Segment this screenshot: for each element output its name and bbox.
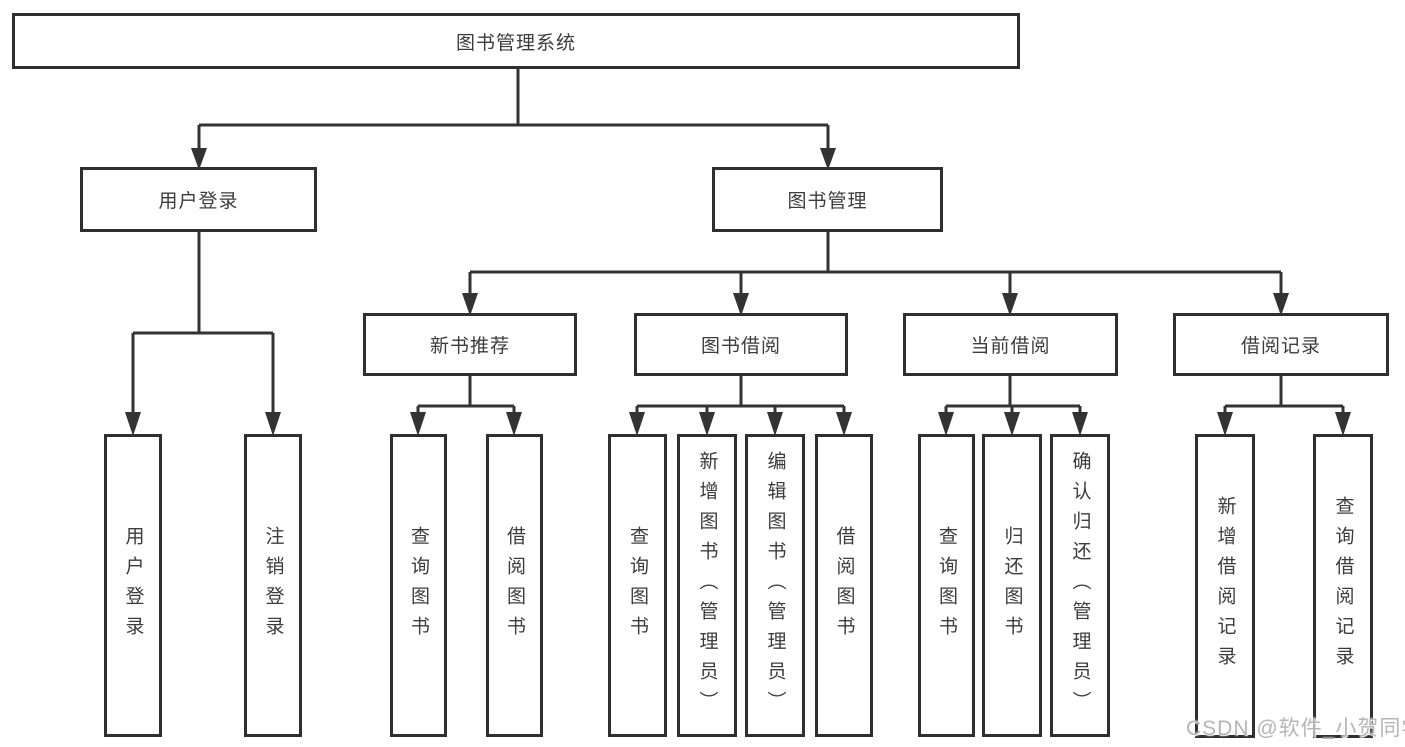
node-label: 借阅记录 <box>1240 336 1321 357</box>
node-leaf-add-borrow-record: 新增借阅记录 <box>1195 434 1255 738</box>
arrowhead <box>1072 412 1088 436</box>
node-leaf-borrow-books: 借阅图书 <box>815 434 873 737</box>
arrowhead <box>1002 293 1018 316</box>
arrowhead <box>1335 412 1351 436</box>
node-library-management-system: 图书管理系统 <box>12 13 1020 69</box>
arrowhead <box>938 412 954 436</box>
node-borrowing-records: 借阅记录 <box>1173 313 1389 376</box>
node-user-login: 用户登录 <box>80 167 317 232</box>
node-leaf-query-books-recommend: 查询图书 <box>390 434 447 737</box>
node-label: 归还图书 <box>1001 525 1023 646</box>
node-label: 当前借阅 <box>970 336 1051 357</box>
connector-new-book-recommendation-to-leaves <box>410 376 522 436</box>
node-leaf-logout: 注销登录 <box>244 434 302 737</box>
connector-book-management-to-level3 <box>462 232 1289 316</box>
node-leaf-edit-books-admin: 编辑图书（管理员） <box>745 434 805 737</box>
arrowhead <box>820 148 836 170</box>
connector-user-login-to-leaves <box>125 232 281 436</box>
connector-book-borrowing-to-leaves <box>629 376 852 436</box>
node-leaf-return-books: 归还图书 <box>982 434 1042 737</box>
arrowhead <box>733 293 749 316</box>
node-leaf-add-books-admin: 新增图书（管理员） <box>677 434 737 737</box>
node-label: 借阅图书 <box>833 525 855 646</box>
node-label: 查询借阅记录 <box>1332 496 1354 676</box>
arrowhead <box>462 293 478 316</box>
node-label: 新增借阅记录 <box>1214 496 1236 676</box>
arrowhead <box>191 148 207 170</box>
node-leaf-query-books-current: 查询图书 <box>918 434 975 737</box>
node-label: 图书借阅 <box>700 336 781 357</box>
node-book-borrowing: 图书借阅 <box>634 313 848 376</box>
arrowhead <box>1004 412 1020 436</box>
node-label: 借阅图书 <box>504 525 525 646</box>
node-new-book-recommendation: 新书推荐 <box>363 313 577 376</box>
node-label: 新增图书（管理员） <box>696 450 718 721</box>
node-leaf-confirm-return-admin: 确认归还（管理员） <box>1050 434 1110 737</box>
node-label: 图书管理 <box>787 191 868 212</box>
node-label: 用户登录 <box>122 525 144 646</box>
arrowhead <box>836 412 852 436</box>
arrowhead <box>125 412 141 436</box>
arrowhead <box>767 412 783 436</box>
node-leaf-query-books-borrowing: 查询图书 <box>608 434 667 737</box>
arrowhead <box>265 412 281 436</box>
node-label: 注销登录 <box>262 525 284 646</box>
arrowhead <box>629 412 645 436</box>
node-label: 查询图书 <box>627 525 648 646</box>
arrowhead <box>699 412 715 436</box>
arrowhead <box>410 412 426 436</box>
node-leaf-query-borrow-record: 查询借阅记录 <box>1313 434 1373 738</box>
node-leaf-user-login: 用户登录 <box>104 434 162 737</box>
node-label: 用户登录 <box>158 191 239 212</box>
node-current-borrowing: 当前借阅 <box>903 313 1118 376</box>
arrowhead <box>1273 293 1289 316</box>
node-label: 查询图书 <box>936 525 957 646</box>
node-label: 确认归还（管理员） <box>1069 450 1091 721</box>
arrowhead <box>506 412 522 436</box>
node-book-management: 图书管理 <box>712 167 943 232</box>
node-leaf-borrow-books-recommend: 借阅图书 <box>486 434 543 737</box>
node-label: 图书管理系统 <box>455 32 576 54</box>
node-label: 编辑图书（管理员） <box>764 450 786 721</box>
node-label: 新书推荐 <box>429 336 510 357</box>
watermark-text: CSDN @软件_小贺同学 <box>1186 717 1405 740</box>
connector-borrowing-records-to-leaves <box>1217 376 1351 436</box>
node-label: 查询图书 <box>408 525 429 646</box>
arrowhead <box>1217 412 1233 436</box>
connector-current-borrowing-to-leaves <box>938 376 1088 436</box>
connector-root-to-level2 <box>191 69 836 170</box>
